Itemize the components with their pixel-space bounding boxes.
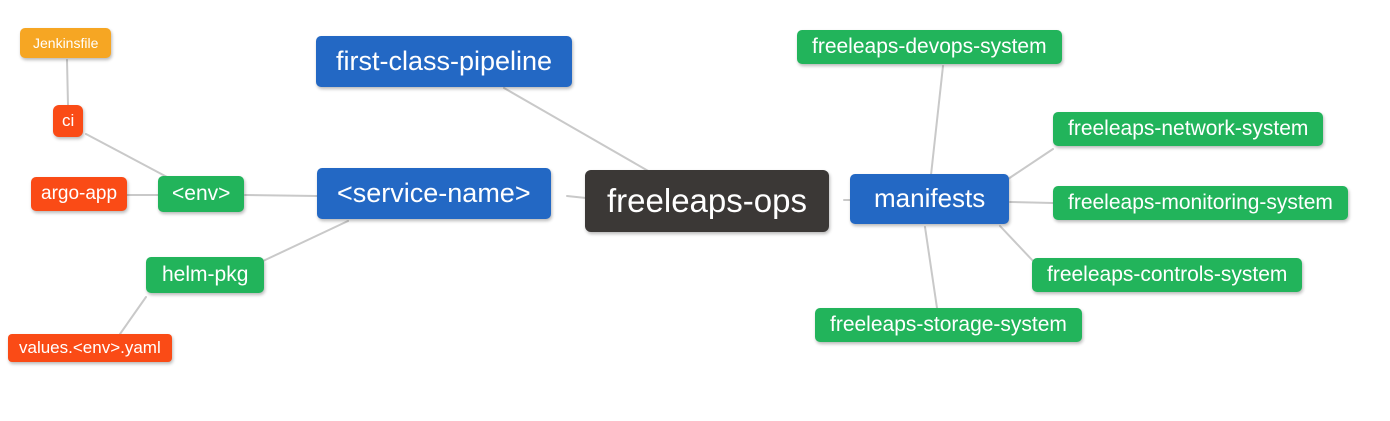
node-jenkinsfile[interactable]: Jenkinsfile	[20, 28, 112, 59]
node-first-class-pipeline[interactable]: first-class-pipeline	[316, 36, 573, 88]
edge-jenkinsfile-ci	[66, 59, 69, 106]
edge-manifests-devops	[930, 65, 944, 176]
node-helm-pkg[interactable]: helm-pkg	[146, 257, 265, 294]
edge-env-servicename	[244, 194, 318, 197]
node-freeleaps-ops-root[interactable]: freeleaps-ops	[585, 170, 829, 232]
node-freeleaps-storage-system[interactable]: freeleaps-storage-system	[815, 308, 1082, 343]
node-env[interactable]: <env>	[158, 176, 245, 213]
node-freeleaps-devops-system[interactable]: freeleaps-devops-system	[797, 30, 1062, 65]
edge-valuesyaml-helmpkg	[119, 296, 147, 335]
edge-servicename-freeleapsops	[566, 195, 587, 199]
node-freeleaps-controls-system[interactable]: freeleaps-controls-system	[1032, 258, 1303, 293]
edge-firstclasspipeline-freeleapsops	[503, 87, 651, 173]
node-service-name[interactable]: <service-name>	[317, 168, 551, 220]
node-values-env-yaml[interactable]: values.<env>.yaml	[8, 334, 172, 362]
node-freeleaps-network-system[interactable]: freeleaps-network-system	[1053, 112, 1324, 147]
node-manifests[interactable]: manifests	[850, 174, 1010, 224]
edge-ci-env	[85, 133, 168, 178]
edge-manifests-controls	[999, 225, 1035, 263]
edge-manifests-monitoring	[1009, 201, 1054, 204]
edge-manifests-network	[1007, 148, 1054, 180]
node-freeleaps-monitoring-system[interactable]: freeleaps-monitoring-system	[1053, 186, 1348, 221]
edge-manifests-storage	[924, 226, 938, 309]
node-argo-app[interactable]: argo-app	[31, 177, 128, 211]
node-ci[interactable]: ci	[53, 105, 84, 137]
edge-helmpkg-servicename	[262, 220, 349, 262]
